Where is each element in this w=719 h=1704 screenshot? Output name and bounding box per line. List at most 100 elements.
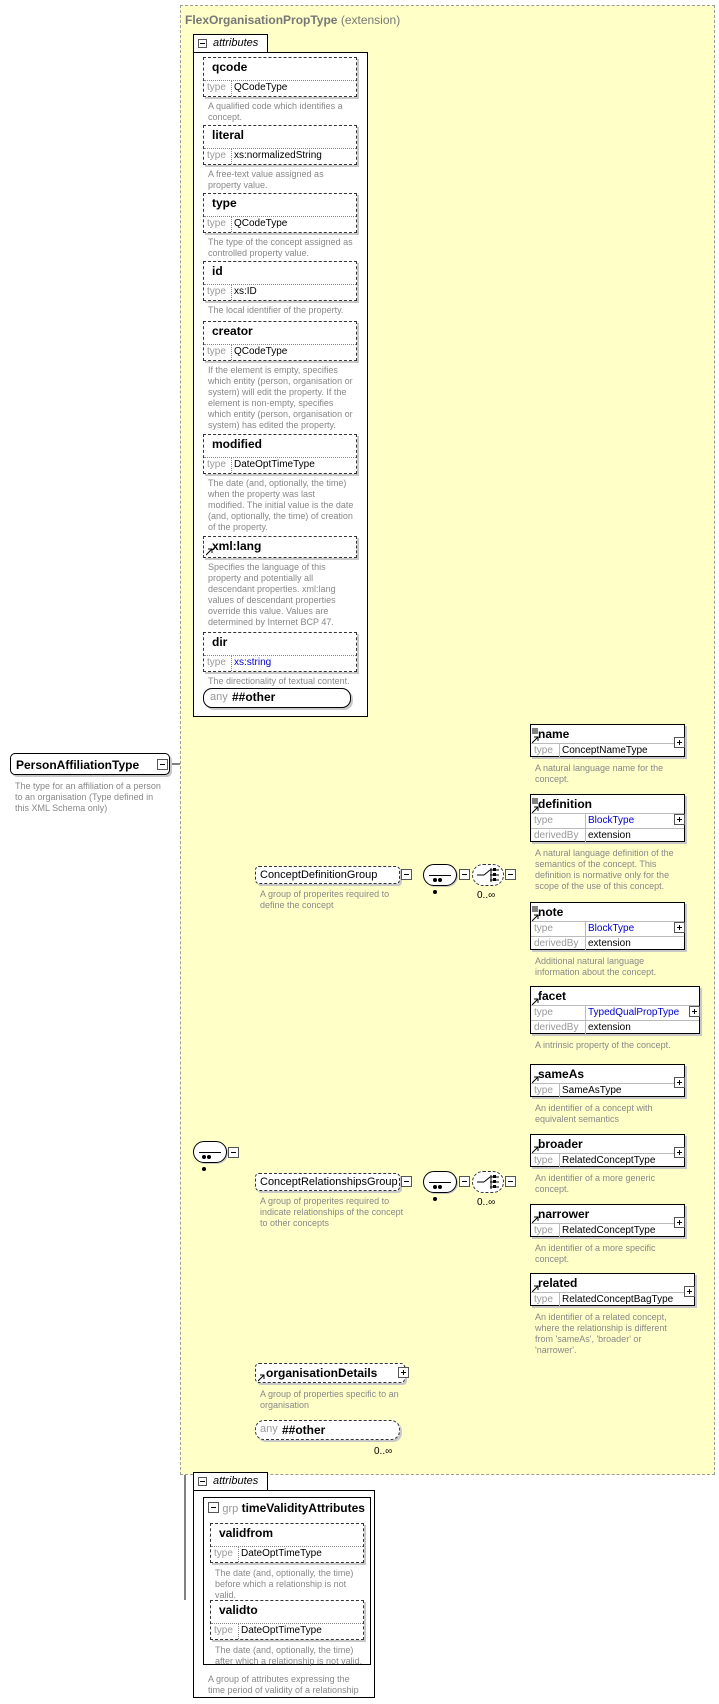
- documentation-lines-icon: [532, 726, 539, 738]
- collapse-icon[interactable]: [401, 1176, 412, 1187]
- any-attribute-value: ##other: [232, 690, 276, 704]
- expand-icon[interactable]: [674, 1077, 685, 1088]
- attribute-name: qcode: [212, 60, 248, 74]
- reference-arrow-icon: [531, 997, 540, 1009]
- row-value[interactable]: BlockType: [588, 815, 635, 826]
- row-value[interactable]: TypedQualPropType: [588, 1007, 680, 1018]
- expand-icon[interactable]: [684, 1286, 695, 1297]
- attribute-item[interactable]: xml:lang: [203, 536, 357, 558]
- expand-icon[interactable]: [674, 814, 685, 825]
- concept-relationships-group[interactable]: ConceptRelationshipsGroup: [255, 1173, 400, 1191]
- expand-icon[interactable]: [674, 1217, 685, 1228]
- desc-line: after which a relationship is not valid.: [215, 1656, 363, 1666]
- time-validity-group-header[interactable]: grp timeValidityAttributes: [208, 1501, 365, 1515]
- any-attribute[interactable]: any ##other: [203, 688, 351, 708]
- type-value[interactable]: xs:string: [234, 657, 272, 668]
- expand-icon[interactable]: [398, 1367, 409, 1378]
- desc-line: The type of the concept assigned as: [208, 237, 353, 247]
- documentation-lines-icon: [532, 904, 539, 916]
- expand-icon[interactable]: [674, 922, 685, 933]
- bottom-attributes-tab[interactable]: attributes: [193, 1472, 268, 1491]
- collapse-icon[interactable]: [505, 1176, 516, 1187]
- collapse-icon[interactable]: [198, 1477, 207, 1486]
- desc-line: which entity (person, organisation or: [208, 409, 353, 419]
- any-element[interactable]: any ##other: [255, 1420, 400, 1440]
- sequence-icon: [423, 1171, 457, 1201]
- expand-icon[interactable]: [689, 1006, 700, 1017]
- element-name: sameAs: [538, 1067, 585, 1081]
- desc-line: concept.: [535, 1184, 570, 1194]
- attribute-name: id: [212, 264, 223, 278]
- collapse-icon[interactable]: [505, 869, 516, 880]
- row-divider: [231, 217, 232, 232]
- documentation-lines-icon: [532, 796, 539, 808]
- expand-icon[interactable]: [674, 737, 685, 748]
- desc-line: property value.: [208, 180, 268, 190]
- type-value: DateOptTimeType: [241, 1548, 322, 1559]
- desc-line: override this value. Values are: [208, 606, 329, 616]
- row-label: type: [534, 1007, 553, 1018]
- root-type-box[interactable]: PersonAffiliationType: [10, 753, 170, 775]
- reference-arrow-icon: [531, 805, 540, 817]
- row-label: derivedBy: [534, 830, 579, 841]
- row-divider: [231, 149, 232, 164]
- element-description: A intrinsic property of the concept.: [535, 1040, 705, 1051]
- desc-line: definition is normative only for the: [535, 870, 670, 880]
- desc-line: A group of properites required to: [260, 1196, 390, 1206]
- reference-arrow-icon: [531, 1075, 540, 1087]
- row-value[interactable]: BlockType: [588, 923, 635, 934]
- collapse-icon[interactable]: [459, 1176, 470, 1187]
- organisation-details-element[interactable]: organisationDetails: [255, 1363, 409, 1383]
- extension-label: (extension): [340, 13, 401, 27]
- row-divider: [585, 814, 586, 828]
- row-divider: [238, 1547, 239, 1562]
- desc-line: before which a relationship is not: [215, 1579, 347, 1589]
- collapse-icon[interactable]: [208, 1502, 219, 1513]
- desc-line: system) has edited the property.: [208, 420, 336, 430]
- collapse-icon[interactable]: [157, 759, 168, 770]
- concept-definition-group[interactable]: ConceptDefinitionGroup: [255, 866, 400, 884]
- desc-line: determined by Internet BCP 47.: [208, 617, 334, 627]
- attribute-description: The directionality of textual content.: [208, 676, 368, 687]
- collapse-icon[interactable]: [401, 869, 412, 880]
- collapse-icon[interactable]: [198, 39, 207, 48]
- type-label: type: [207, 286, 226, 297]
- expand-icon[interactable]: [674, 1147, 685, 1158]
- collapse-icon[interactable]: [228, 1147, 239, 1158]
- desc-line: A qualified code which identifies a: [208, 101, 343, 111]
- desc-line: A free-text value assigned as: [208, 169, 324, 179]
- desc-line: controlled property value.: [208, 248, 310, 258]
- attributes-tab[interactable]: attributes: [193, 34, 268, 53]
- collapse-icon[interactable]: [459, 869, 470, 880]
- row-label: derivedBy: [534, 938, 579, 949]
- desc-line: semantics of the concept. This: [535, 859, 657, 869]
